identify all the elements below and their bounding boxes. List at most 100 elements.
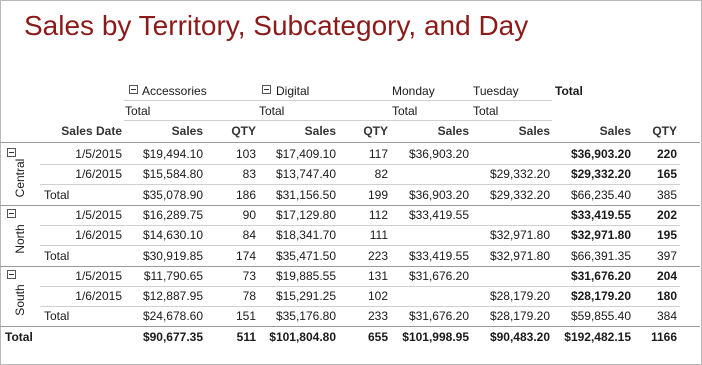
row-divider [40, 184, 680, 186]
cell-mon-sales: $31,676.20 [408, 268, 469, 283]
group-divider [0, 326, 700, 328]
group-divider [0, 265, 700, 267]
subtotal-dig-sales: $35,176.80 [275, 309, 336, 324]
cell-acc-sales: $14,630.10 [142, 228, 203, 243]
row-header-territory: North [13, 224, 27, 255]
grand-total-tot-qty: 1166 [650, 329, 677, 344]
cell-tot-qty: 195 [656, 228, 677, 243]
subtotal-acc-qty: 151 [235, 309, 256, 324]
row-divider [40, 306, 680, 308]
subtotal-tot-qty: 385 [656, 187, 677, 202]
cell-dig-sales: $15,291.25 [275, 289, 336, 304]
subtotal-dig-qty: 233 [367, 309, 388, 324]
cell-acc-qty: 90 [242, 207, 256, 222]
subtotal-tue-sales: $32,971.80 [489, 248, 550, 263]
cell-tot-qty: 220 [656, 147, 677, 161]
subtotal-tue-sales: $29,332.20 [489, 187, 550, 202]
cell-acc-qty: 73 [242, 268, 256, 283]
cell-tue-sales: $29,332.20 [489, 167, 550, 182]
grand-total-mon-sales: $101,998.95 [402, 329, 469, 344]
subtotal-tot-qty: 384 [656, 309, 677, 324]
grand-total-tue-sales: $90,483.20 [489, 329, 550, 344]
report-title: Sales by Territory, Subcategory, and Day [24, 10, 529, 41]
subtotal-tot-qty: 397 [656, 248, 677, 263]
grand-total-dig-qty: 655 [367, 329, 388, 344]
subtotal-mon-sales: $36,903.20 [408, 187, 469, 202]
col-header-acc-qty: QTY [231, 124, 256, 138]
cell-acc-sales: $11,790.65 [143, 268, 203, 283]
cell-mon-sales [390, 288, 469, 304]
cell-dig-sales: $13,747.40 [275, 167, 336, 182]
subtotal-tot-sales: $59,855.40 [570, 309, 631, 324]
cell-sales-date: 1/5/2015 [75, 147, 122, 161]
collapse-toggle-accessories-icon[interactable] [129, 85, 138, 94]
cell-mon-sales: $36,903.20 [408, 147, 469, 161]
cell-acc-sales: $16,289.75 [142, 207, 203, 222]
subtotal-tot-sales: $66,235.40 [570, 187, 631, 202]
subtotal-acc-sales: $24,678.60 [142, 309, 203, 324]
col-header-sales-date: Sales Date [61, 124, 122, 138]
header-divider [124, 120, 552, 121]
cell-dig-sales: $18,341.70 [275, 228, 336, 243]
col-header-accessories: Accessories [142, 84, 207, 98]
grand-total-acc-qty: 511 [236, 329, 256, 344]
cell-tue-sales: $32,971.80 [489, 228, 550, 243]
cell-tot-qty: 204 [656, 268, 677, 283]
col-header-dig-qty: QTY [363, 124, 388, 138]
subtotal-acc-sales: $30,919.85 [142, 248, 203, 263]
row-divider [40, 245, 680, 247]
cell-mon-sales [390, 166, 469, 182]
cell-tot-sales: $31,676.20 [570, 268, 631, 283]
collapse-toggle-territory-icon[interactable] [7, 148, 16, 157]
cell-acc-sales: $15,584.80 [142, 167, 203, 182]
subtotal-dig-qty: 199 [367, 187, 388, 202]
col-header-acc-sales: Sales [171, 124, 203, 138]
header-divider [124, 100, 552, 101]
cell-acc-qty: 78 [242, 289, 256, 304]
cell-sales-date: 1/5/2015 [75, 268, 122, 283]
col-header-tuesday: Tuesday [473, 84, 519, 98]
collapse-toggle-territory-icon[interactable] [7, 208, 16, 218]
col-header-tue-sales: Sales [518, 124, 550, 138]
cell-tue-sales [471, 207, 550, 223]
cell-dig-sales: $17,409.10 [275, 147, 336, 161]
col-header-monday: Monday [392, 84, 435, 98]
col-header-digital: Digital [276, 84, 310, 98]
grand-total-label: Total [5, 329, 33, 344]
cell-dig-qty: 131 [367, 268, 388, 283]
cell-mon-sales: $33,419.55 [408, 207, 469, 222]
cell-subtotal-label: Total [44, 309, 70, 324]
cell-subtotal-label: Total [44, 187, 70, 202]
subtotal-dig-sales: $35,471.50 [275, 248, 336, 263]
cell-sales-date: 1/5/2015 [75, 207, 122, 222]
collapse-toggle-territory-icon[interactable] [7, 269, 16, 279]
subtotal-acc-qty: 186 [235, 187, 256, 202]
cell-tot-sales: $28,179.20 [570, 289, 631, 304]
cell-tot-sales: $32,971.80 [570, 228, 631, 243]
cell-acc-qty: 84 [242, 228, 256, 243]
cell-tot-qty: 180 [656, 289, 677, 304]
cell-dig-sales: $17,129.80 [275, 207, 336, 222]
cell-tot-qty: 202 [656, 207, 677, 222]
cell-tue-sales [471, 146, 550, 162]
cell-tot-sales: $36,903.20 [570, 147, 631, 161]
row-header-territory: Central [13, 159, 27, 198]
col-header-dig-sales: Sales [304, 124, 336, 138]
cell-dig-qty: 117 [368, 147, 388, 161]
col-subheader-monday-total: Total [392, 104, 418, 118]
row-divider [40, 164, 680, 165]
header-bottom-rule [0, 142, 700, 143]
subtotal-acc-sales: $35,078.90 [142, 187, 203, 202]
collapse-toggle-digital-icon[interactable] [262, 85, 271, 94]
cell-tot-sales: $29,332.20 [570, 167, 631, 182]
cell-tue-sales [471, 268, 550, 284]
cell-dig-sales: $19,885.55 [275, 268, 336, 283]
cell-dig-qty: 102 [367, 289, 388, 304]
col-subheader-tuesday-total: Total [473, 104, 499, 118]
col-header-tot-sales: Sales [599, 124, 631, 138]
cell-sales-date: 1/6/2015 [75, 289, 122, 304]
cell-acc-qty: 103 [235, 147, 256, 161]
grand-total-tot-sales: $192,482.15 [564, 329, 631, 344]
cell-mon-sales [390, 227, 469, 243]
cell-tot-qty: 165 [656, 167, 677, 182]
